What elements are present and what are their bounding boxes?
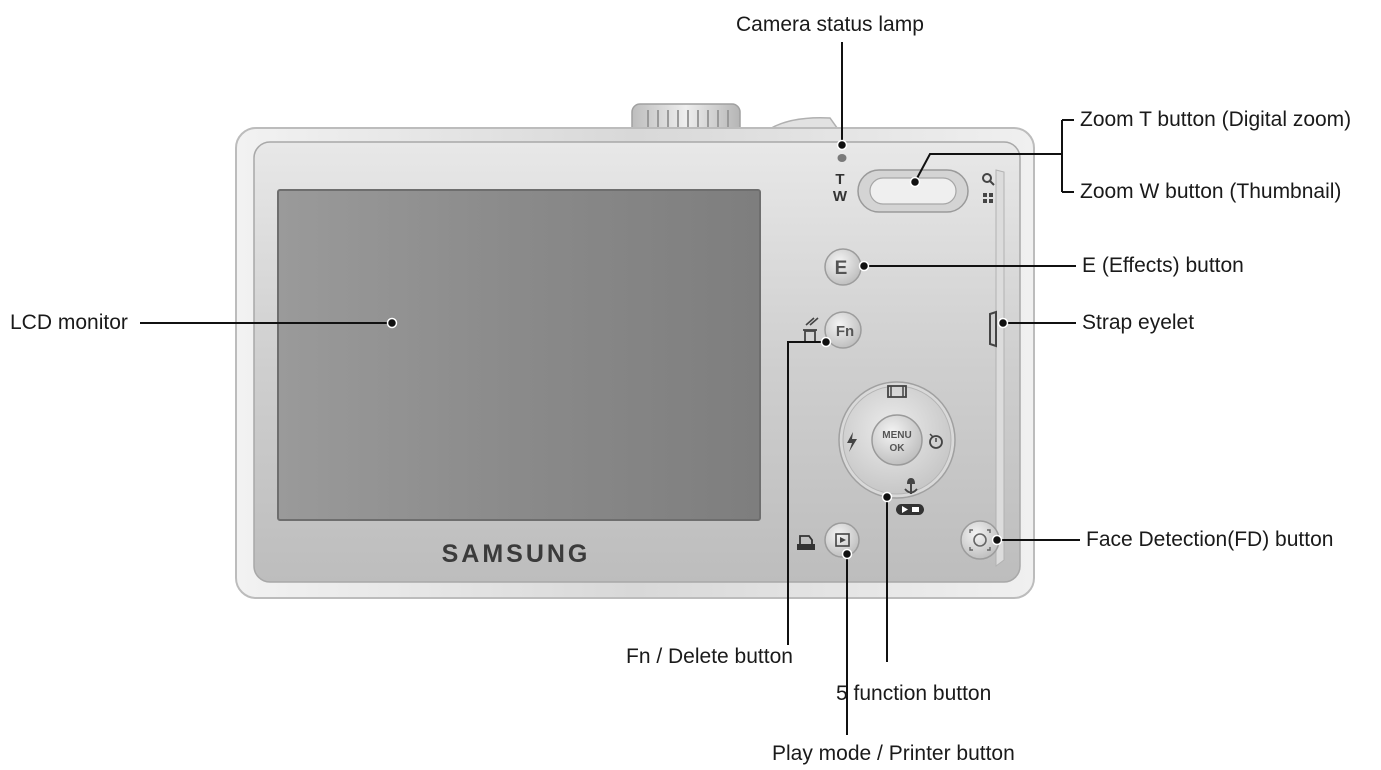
leader-lines — [140, 42, 1080, 735]
fn-delete-button[interactable] — [824, 311, 862, 349]
strap-eyelet — [989, 310, 997, 348]
zoom-w-mark: W — [833, 188, 848, 205]
macro-flower-icon — [904, 478, 918, 494]
display-icon — [887, 385, 907, 398]
label-play-printer-button: Play mode / Printer button — [772, 742, 1015, 765]
face-detect-icon — [969, 529, 991, 551]
leader-dots — [386, 139, 1009, 560]
label-face-detection-button: Face Detection(FD) button — [1086, 528, 1334, 551]
fn-mark: Fn — [836, 323, 854, 340]
lcd-monitor — [277, 189, 761, 521]
trash-icon — [803, 317, 819, 343]
zoom-t-mark: T — [835, 171, 844, 188]
label-five-function-button: 5 function button — [836, 682, 992, 705]
thumbnail-grid-icon — [983, 193, 993, 203]
brand-logo: SAMSUNG — [442, 540, 591, 568]
zoom-rocker[interactable] — [857, 169, 969, 213]
status-lamp — [837, 154, 847, 162]
play-icon — [835, 533, 850, 547]
label-camera-status-lamp: Camera status lamp — [736, 13, 924, 36]
printer-icon — [797, 535, 815, 550]
label-effects-button: E (Effects) button — [1082, 254, 1244, 277]
menu-mark: MENU — [882, 430, 911, 441]
effects-mark: E — [835, 258, 848, 279]
play-print-badge — [896, 504, 924, 515]
timer-icon — [929, 433, 943, 449]
label-zoom-t-button: Zoom T button (Digital zoom) — [1080, 108, 1352, 131]
label-zoom-w-button: Zoom W button (Thumbnail) — [1080, 180, 1342, 203]
label-strap-eyelet: Strap eyelet — [1082, 311, 1195, 334]
ok-mark: OK — [890, 443, 906, 454]
five-function-pad[interactable] — [838, 381, 956, 499]
label-lcd-monitor: LCD monitor — [10, 311, 128, 334]
flash-icon — [847, 432, 857, 452]
menu-ok-button[interactable] — [871, 414, 923, 466]
zoom-magnifier-icon — [982, 173, 995, 186]
label-fn-delete-button: Fn / Delete button — [626, 645, 793, 668]
